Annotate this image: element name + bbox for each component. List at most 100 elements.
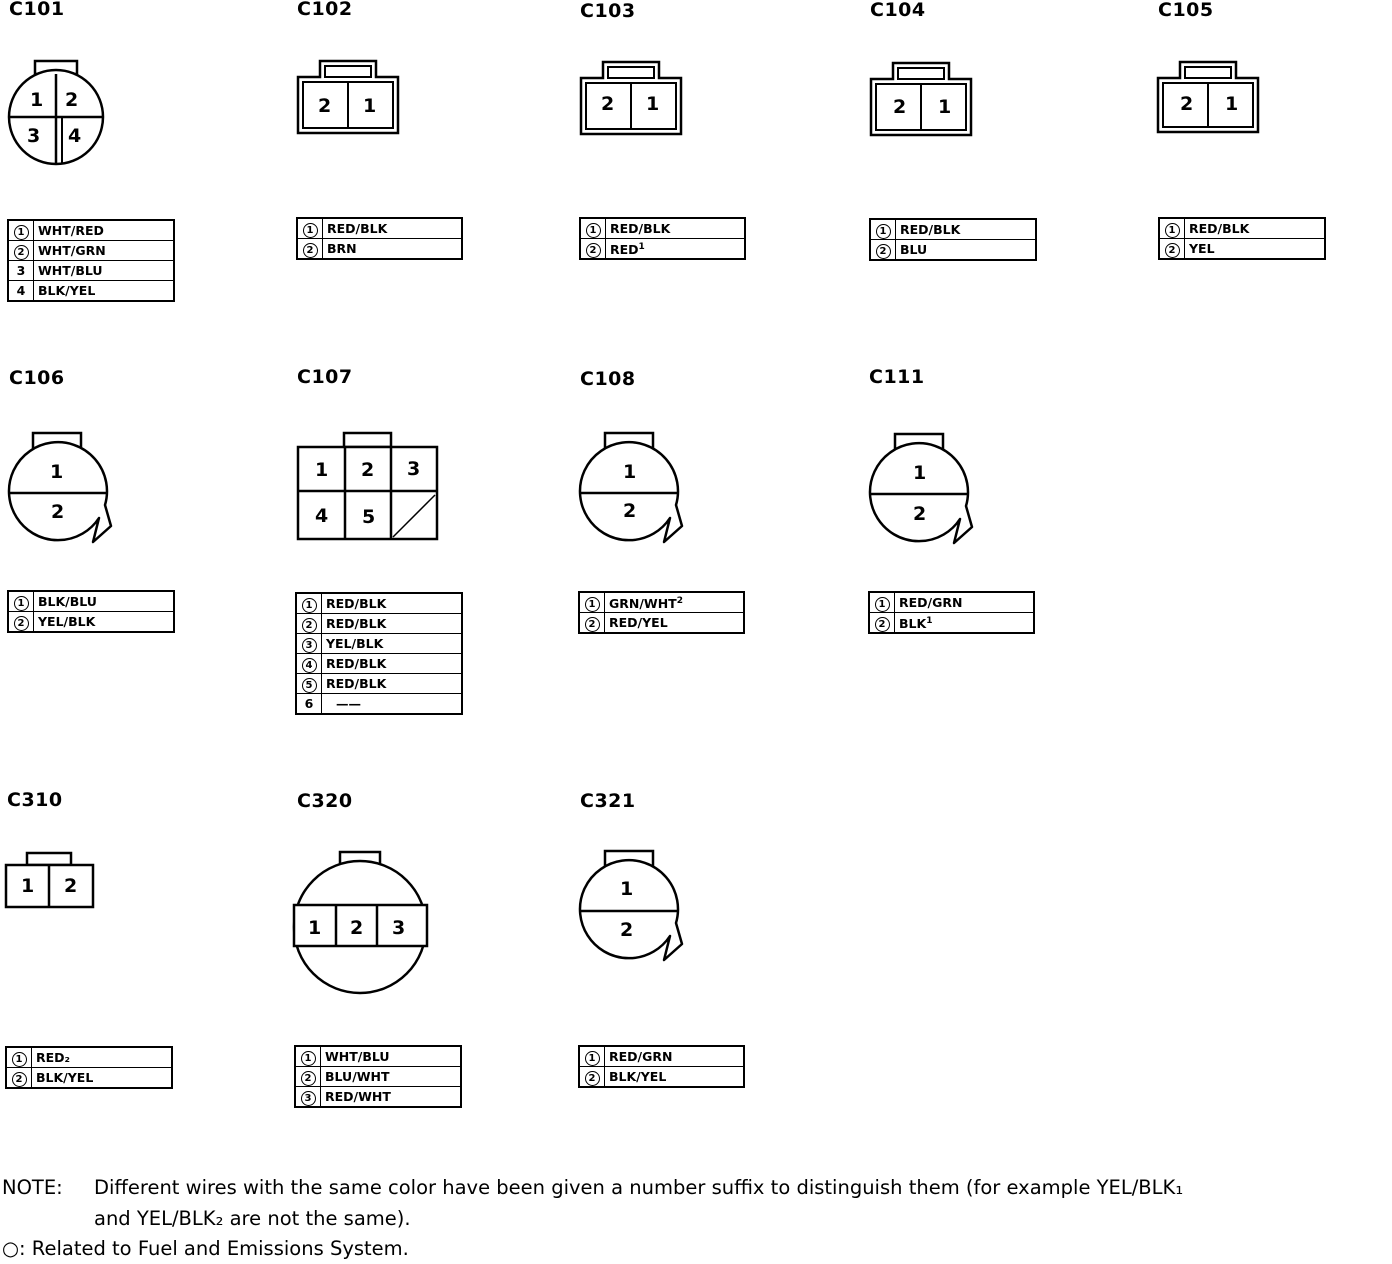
wire-color: RED/BLK (895, 218, 1037, 240)
connector-face-c310: 1 2 (4, 851, 95, 909)
pin-number: 3 (301, 637, 317, 653)
connector-face-c104: 2 1 (869, 61, 973, 137)
pin-number: 5 (301, 677, 317, 693)
wire-color: BLU/WHT (320, 1066, 462, 1087)
connector-title-c106: C106 (9, 367, 65, 389)
pin-label: 2 (1180, 93, 1193, 115)
pin-label: 2 (65, 89, 78, 111)
wire-color: BLK/YEL (33, 280, 175, 302)
pin-label: 1 (913, 462, 926, 484)
wire-color: YEL/BLK (321, 633, 463, 654)
pin-label: 2 (64, 875, 77, 897)
pin-number: 2 (11, 1071, 27, 1087)
connector-face-c106: 1 2 (7, 431, 113, 544)
pin-label: 1 (623, 461, 636, 483)
connector-face-c105: 2 1 (1156, 60, 1260, 134)
wire-color-text: GRN/WHT (609, 596, 677, 612)
pin-number: 2 (874, 616, 890, 632)
pin-label: 1 (646, 93, 659, 115)
wire-color: WHT/BLU (320, 1045, 462, 1067)
note-label: NOTE: (2, 1176, 63, 1199)
pin-label: 2 (361, 459, 374, 481)
pin-number: 1 (875, 223, 891, 239)
pin-number: 1 (13, 224, 29, 240)
pin-number: 2 (13, 615, 29, 631)
wire-color: RED/BLK (1184, 217, 1326, 239)
connector-face-c102: 2 1 (296, 59, 400, 135)
pin-label: 2 (893, 96, 906, 118)
connector-face-c103: 2 1 (579, 60, 683, 136)
wire-color: RED₂ (31, 1046, 173, 1068)
wire-color: BRN (322, 238, 463, 260)
wire-color: RED/BLK (321, 673, 463, 694)
connector-face-c101: 1 2 3 4 (7, 59, 105, 166)
pin-number: 2 (1164, 242, 1180, 258)
connector-title-c310: C310 (7, 789, 63, 811)
pin-label: 4 (315, 505, 328, 527)
connector-face-c321: 1 2 (578, 849, 684, 962)
connector-title-c104: C104 (870, 0, 926, 21)
connector-title-c105: C105 (1158, 0, 1214, 21)
pin-label: 2 (601, 93, 614, 115)
connector-title-c101: C101 (9, 0, 65, 20)
pin-number: 2 (585, 242, 601, 258)
wire-color: RED/BLK (321, 592, 463, 614)
wire-color-text: BLK (899, 616, 927, 632)
pin-label: 2 (623, 500, 636, 522)
wire-color: WHT/RED (33, 219, 175, 241)
connector-title-c320: C320 (297, 790, 353, 812)
pin-label: 2 (350, 917, 363, 939)
wire-color: RED/GRN (604, 1045, 745, 1067)
pin-number: 1 (874, 596, 890, 612)
pin-number: 3 (300, 1090, 316, 1106)
pin-number: 2 (302, 242, 318, 258)
note-line-1: NOTE:Different wires with the same color… (2, 1173, 1183, 1203)
pin-label: 2 (51, 501, 64, 523)
pin-label: 3 (392, 917, 405, 939)
pin-label: 4 (68, 125, 81, 147)
pin-number: 1 (302, 222, 318, 238)
pin-label: 1 (363, 95, 376, 117)
pin-label: 5 (362, 506, 375, 528)
pin-label: 1 (315, 459, 328, 481)
wire-color: RED/BLK (321, 613, 463, 634)
connector-title-c102: C102 (297, 0, 353, 20)
connector-face-c320: 1 2 3 (292, 850, 429, 995)
connector-title-c103: C103 (580, 0, 636, 22)
pin-number: 2 (300, 1070, 316, 1086)
pin-number: 1 (1164, 222, 1180, 238)
pin-number: 1 (585, 222, 601, 238)
pin-number: 3 (7, 260, 34, 281)
pin-number: 2 (584, 616, 600, 632)
connector-title-c107: C107 (297, 366, 353, 388)
pin-label: 2 (620, 919, 633, 941)
pin-number: 2 (301, 617, 317, 633)
legend-fuel-emissions: ○: Related to Fuel and Emissions System. (2, 1237, 409, 1260)
connector-face-c108: 1 2 (578, 431, 684, 544)
wire-color: BLK/YEL (31, 1067, 173, 1089)
